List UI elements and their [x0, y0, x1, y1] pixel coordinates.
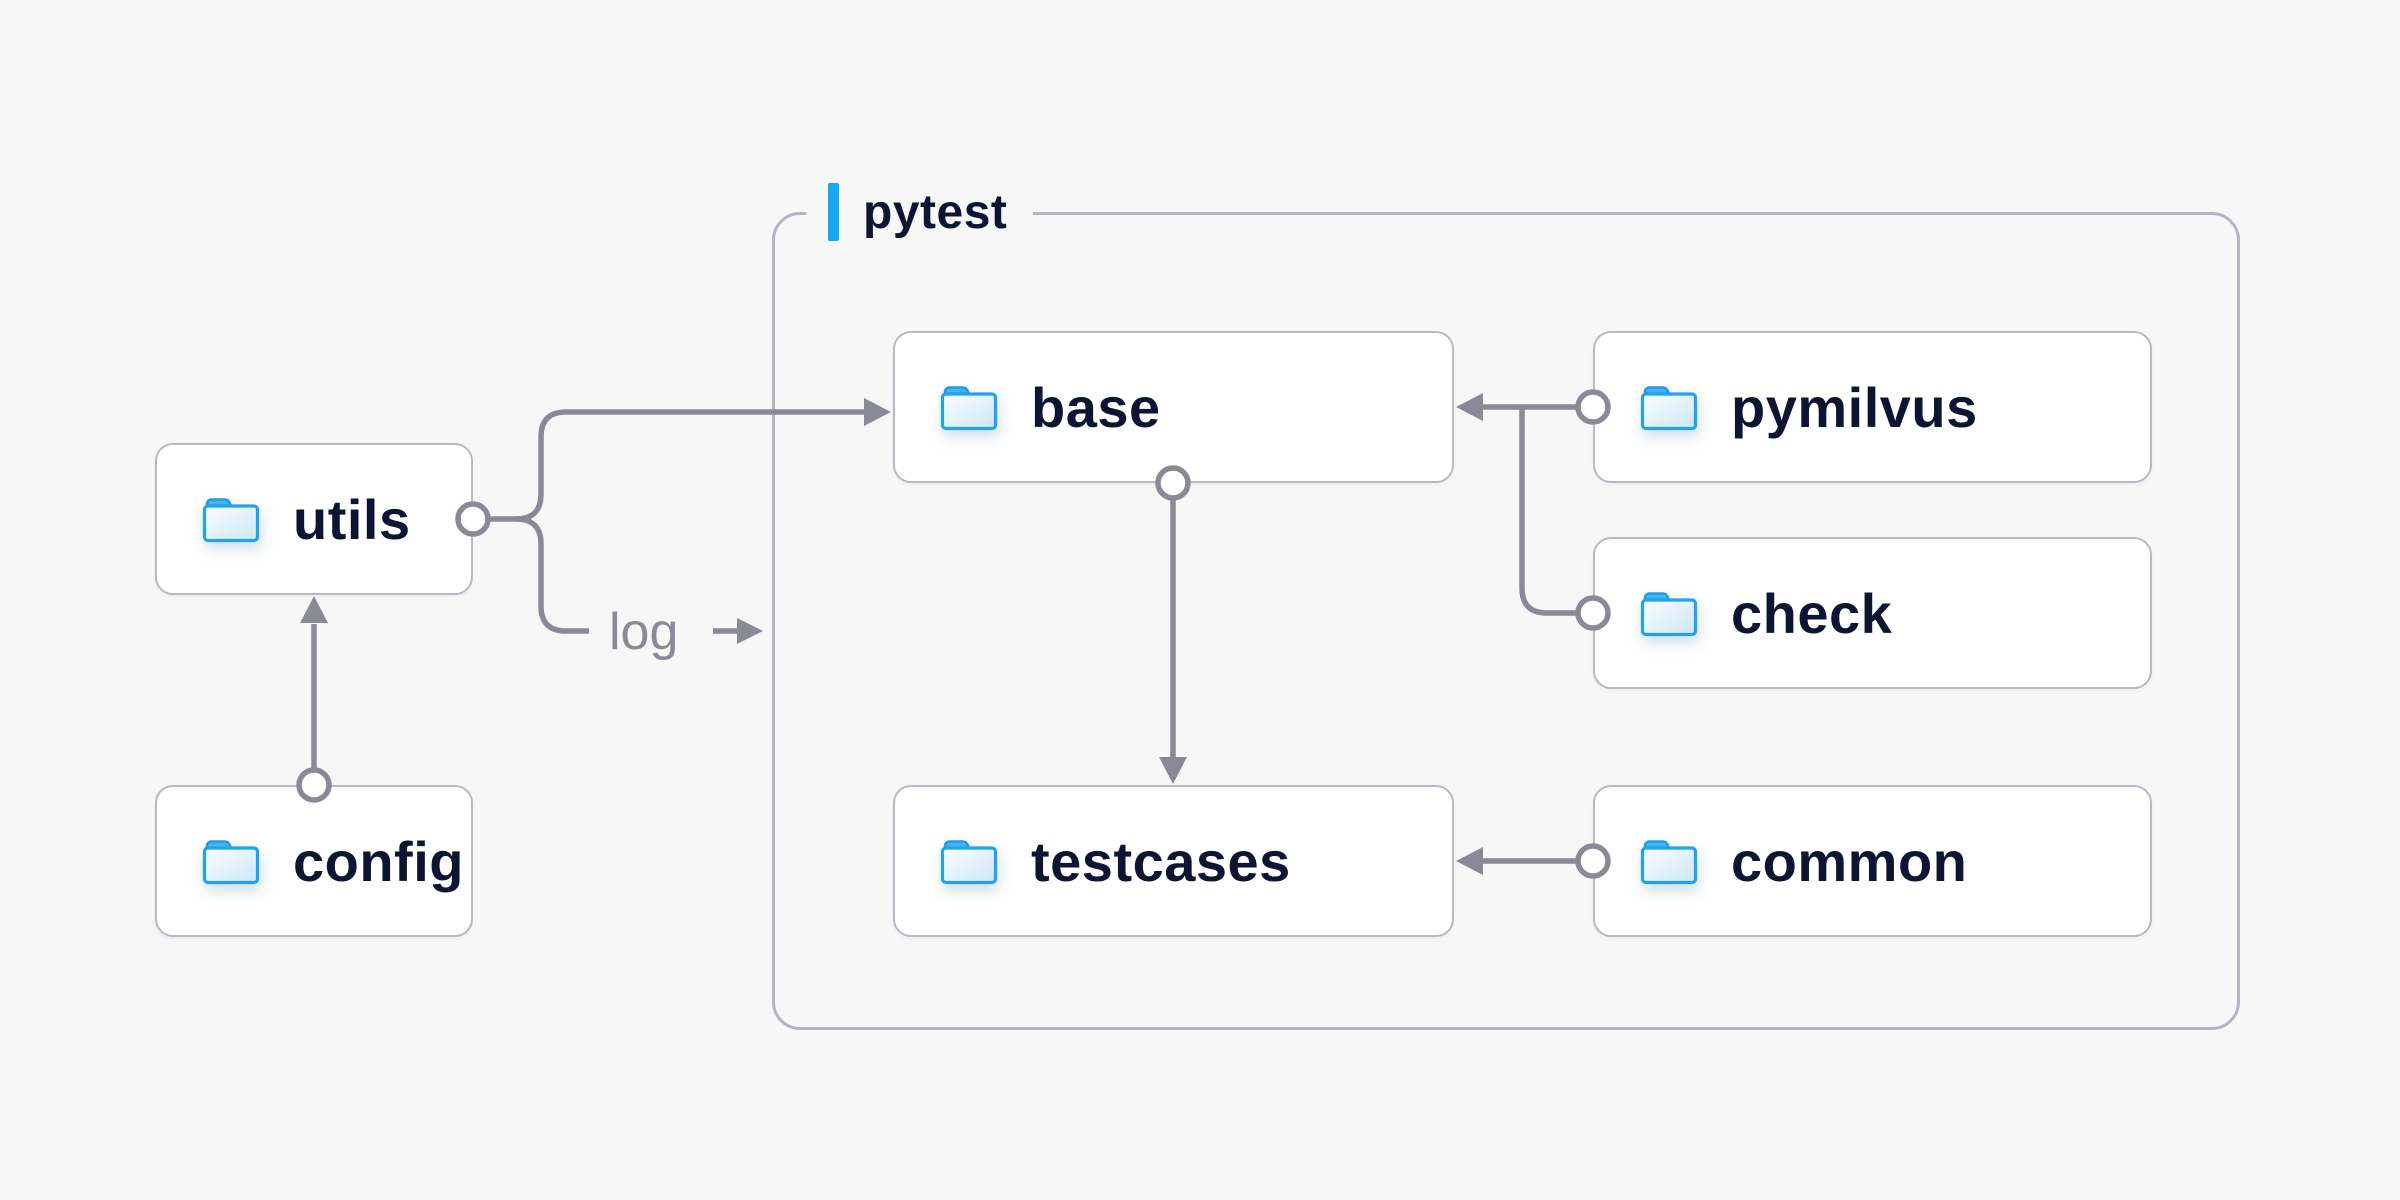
- node-label: config: [293, 829, 464, 893]
- edge-config-utils-arrowhead: [300, 596, 328, 623]
- node-label: base: [1031, 375, 1161, 439]
- node-label: check: [1731, 581, 1893, 645]
- node-label: common: [1731, 829, 1968, 893]
- node-base: base: [893, 331, 1454, 483]
- node-utils: utils: [155, 443, 473, 595]
- node-check: check: [1593, 537, 2152, 689]
- node-label: testcases: [1031, 829, 1291, 893]
- folder-icon: [940, 840, 998, 885]
- folder-icon: [1640, 840, 1698, 885]
- accent-bar-icon: [828, 183, 839, 241]
- node-label: pymilvus: [1731, 375, 1978, 439]
- folder-icon: [1640, 592, 1698, 637]
- node-label: utils: [293, 487, 411, 551]
- node-pymilvus: pymilvus: [1593, 331, 2152, 483]
- folder-icon: [940, 386, 998, 431]
- pytest-group-container: [772, 212, 2240, 1030]
- folder-icon: [1640, 386, 1698, 431]
- node-common: common: [1593, 785, 2152, 937]
- group-title: pytest: [863, 185, 1008, 239]
- log-arrowhead: [737, 618, 763, 644]
- pytest-group-label: pytest: [806, 179, 1034, 245]
- log-edge-label: log: [609, 603, 678, 661]
- edge-utils-log-line: [515, 516, 589, 634]
- folder-icon: [202, 498, 260, 543]
- folder-icon: [202, 840, 260, 885]
- node-config: config: [155, 785, 473, 937]
- node-testcases: testcases: [893, 785, 1454, 937]
